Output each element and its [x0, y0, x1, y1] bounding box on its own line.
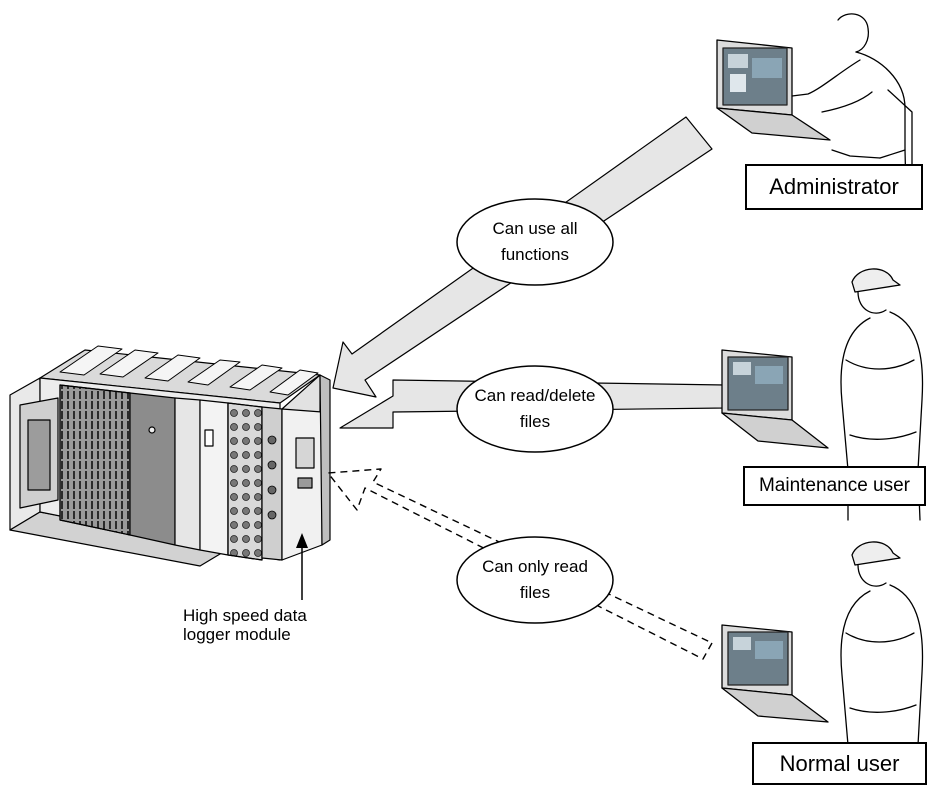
maintenance-user-label: Maintenance user: [743, 466, 926, 506]
module-label-line-2: logger module: [183, 625, 291, 644]
maintenance-permission-line-2: files: [519, 412, 551, 431]
administrator-figure: [716, 13, 913, 196]
maintenance-permission-text: Can read/delete files: [460, 383, 610, 435]
module-label: High speed data logger module: [183, 606, 307, 644]
normal-permission-line-1: Can only read: [482, 557, 588, 576]
normal-user-figure: [721, 541, 924, 761]
admin-permission-line-2: functions: [500, 245, 570, 264]
normal-permission-line-2: files: [519, 583, 551, 602]
maintenance-permission-line-1: Can read/delete: [474, 386, 596, 405]
normal-user-label: Normal user: [752, 742, 927, 785]
normal-user-access-arrow: [327, 468, 713, 660]
module-pointer-arrow: [296, 533, 308, 600]
admin-permission-line-1: Can use all: [492, 219, 578, 238]
module-label-line-1: High speed data: [183, 606, 307, 625]
maintenance-user-figure: [721, 268, 924, 521]
admin-permission-text: Can use all functions: [470, 216, 600, 268]
normal-permission-bubble: [456, 536, 614, 624]
administrator-label: Administrator: [745, 164, 923, 210]
normal-permission-text: Can only read files: [465, 554, 605, 606]
admin-permission-bubble: [456, 198, 614, 286]
plc-rack: [9, 345, 331, 567]
maintenance-permission-bubble: [456, 365, 614, 453]
